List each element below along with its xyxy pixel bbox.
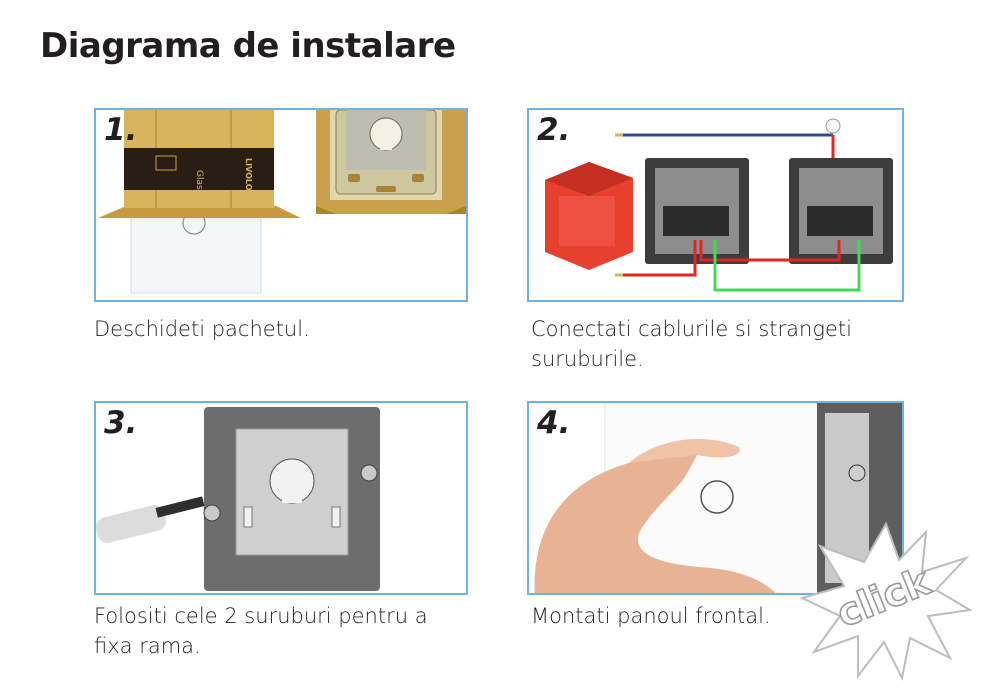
step-4-panel: 4. (527, 401, 904, 595)
package-illustration: Glass LIVOLO (98, 110, 466, 294)
step-4-number: 4. (537, 405, 571, 441)
step-4-caption: Montati panoul frontal. (531, 604, 771, 628)
step-2-panel: 2. (527, 108, 904, 302)
step-3-number: 3. (104, 405, 138, 441)
step-1-panel: 1. Glass LIVOLO (94, 108, 468, 302)
step-3-caption: Folositi cele 2 suruburi pentru a fixa r… (94, 604, 428, 658)
step-2-caption: Conectati cablurile si strangeti surubur… (531, 317, 852, 371)
package-product-text: Glass (194, 170, 204, 195)
step-2-number: 2. (537, 112, 571, 148)
package-brand-text: LIVOLO (244, 158, 253, 191)
step-1-number: 1. (104, 112, 138, 148)
page-title: Diagrama de instalare (40, 26, 456, 66)
click-starburst-badge: click (800, 521, 972, 682)
step-1-caption: Deschideti pachetul. (94, 317, 310, 341)
step-3-panel: 3. (94, 401, 468, 595)
frame-screws-illustration (96, 407, 380, 591)
wiring-illustration (545, 118, 893, 292)
